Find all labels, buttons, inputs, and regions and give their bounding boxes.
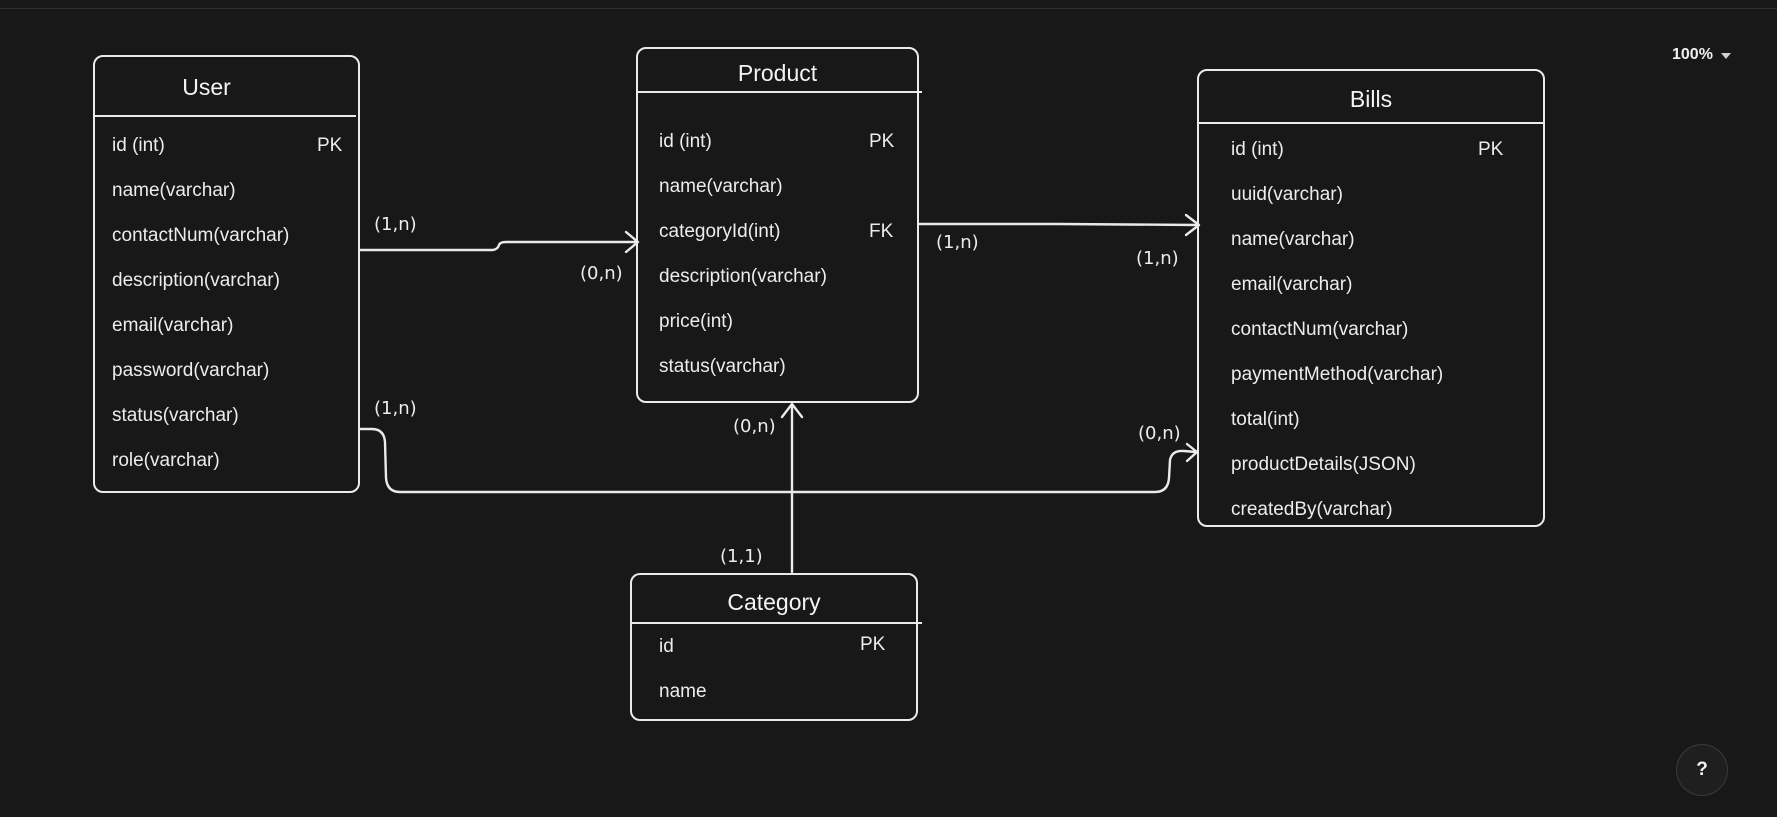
user-field-password: password(varchar): [112, 360, 270, 381]
product-field-status: status(varchar): [659, 356, 786, 377]
product-key-categoryid: FK: [869, 221, 894, 242]
user-product-line: [358, 240, 639, 252]
cardinality-category-product-from: (1,1): [720, 546, 763, 567]
category-field-id: id: [659, 636, 674, 657]
bills-field-total: total(int): [1231, 409, 1300, 430]
category-key-id: PK: [860, 634, 886, 655]
product-field-description: description(varchar): [659, 266, 827, 287]
user-field-role: role(varchar): [112, 450, 220, 471]
user-field-description: description(varchar): [112, 270, 280, 291]
top-divider: [0, 8, 1777, 9]
cardinality-category-product-to: (0,n): [733, 416, 776, 437]
help-button[interactable]: ?: [1676, 744, 1728, 796]
product-field-name: name(varchar): [659, 176, 783, 197]
cardinality-user-bills-from: (1,n): [374, 398, 417, 419]
entity-product-separator: [636, 91, 922, 93]
product-field-categoryid: categoryId(int): [659, 221, 781, 242]
help-label: ?: [1696, 759, 1708, 780]
product-bills-line: [917, 222, 1200, 227]
bills-field-name: name(varchar): [1231, 229, 1355, 250]
entity-bills-separator: [1197, 122, 1545, 124]
product-field-id: id (int): [659, 131, 712, 152]
entity-product-title: Product: [737, 60, 818, 86]
entity-product[interactable]: Product id (int) PK name(varchar) catego…: [636, 47, 922, 403]
product-key-id: PK: [869, 131, 895, 152]
bills-field-paymentmethod: paymentMethod(varchar): [1231, 364, 1444, 385]
entity-category-title: Category: [727, 589, 821, 615]
entity-user-title: User: [182, 74, 231, 100]
entity-bills-title: Bills: [1349, 86, 1393, 112]
cardinality-user-product-to: (0,n): [580, 263, 623, 284]
cardinality-product-bills-to: (1,n): [1136, 248, 1179, 269]
entity-user[interactable]: User id (int) PK name(varchar) contactNu…: [93, 55, 360, 493]
user-field-contactnum: contactNum(varchar): [112, 225, 290, 246]
category-field-name: name: [659, 681, 707, 702]
user-bills-arrowhead: [1185, 442, 1199, 463]
bills-field-contactnum: contactNum(varchar): [1231, 319, 1409, 340]
entity-category-separator: [630, 622, 922, 624]
chevron-down-icon: [1720, 53, 1731, 59]
cardinality-user-product-from: (1,n): [374, 214, 417, 235]
user-key-id: PK: [317, 135, 343, 156]
bills-field-createdby: createdBy(varchar): [1231, 499, 1393, 520]
product-field-price: price(int): [659, 311, 733, 332]
bills-key-id: PK: [1478, 139, 1504, 160]
bills-field-email: email(varchar): [1231, 274, 1353, 295]
user-field-id: id (int): [112, 135, 165, 156]
user-field-email: email(varchar): [112, 315, 234, 336]
bills-field-productdetails: productDetails(JSON): [1231, 454, 1416, 475]
entity-user-separator: [93, 115, 356, 117]
entity-bills[interactable]: Bills id (int) PK uuid(varchar) name(var…: [1197, 69, 1545, 527]
cardinality-product-bills-from: (1,n): [936, 232, 979, 253]
cardinality-user-bills-to: (0,n): [1138, 423, 1181, 444]
zoom-level-label: 100%: [1672, 46, 1713, 63]
user-field-name: name(varchar): [112, 180, 236, 201]
bills-field-uuid: uuid(varchar): [1231, 184, 1343, 205]
user-field-status: status(varchar): [112, 405, 239, 426]
zoom-dropdown[interactable]: 100%: [1672, 46, 1731, 64]
bills-field-id: id (int): [1231, 139, 1284, 160]
category-product-arrowhead: [780, 402, 804, 419]
user-bills-line: [358, 427, 1198, 494]
entity-category[interactable]: Category id PK name: [630, 573, 922, 721]
